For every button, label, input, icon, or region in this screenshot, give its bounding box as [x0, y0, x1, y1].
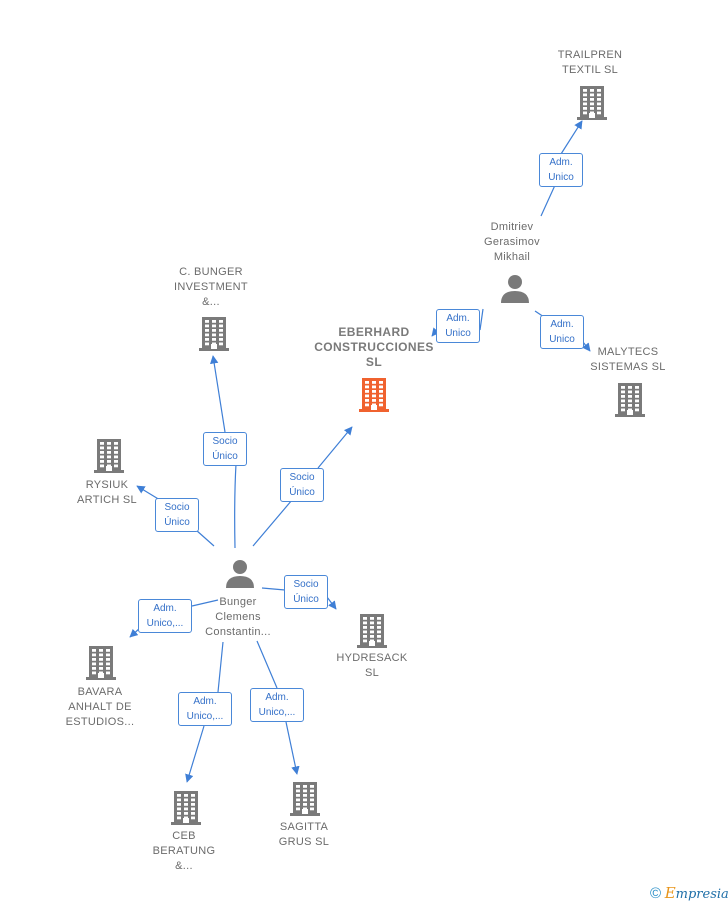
label-line: Único	[164, 517, 190, 528]
label-line: Socio	[289, 472, 315, 483]
label-line: Adm.	[446, 313, 470, 324]
edge-label-dmitriev-eberhard[interactable]: Adm. Unico	[436, 309, 480, 343]
node-label-ceb[interactable]: CEB BERATUNG &...	[134, 829, 234, 874]
label-line: HYDRESACK	[336, 652, 408, 664]
label-line: EBERHARD	[338, 325, 410, 339]
edge-label-clemens-sagitta[interactable]: Adm. Unico,...	[250, 688, 304, 722]
label-line: Adm.	[193, 696, 217, 707]
label-line: Adm.	[549, 157, 573, 168]
label-line: GRUS SL	[278, 836, 330, 848]
label-line: Adm.	[265, 692, 289, 703]
building-icon-hydresack[interactable]	[356, 612, 388, 648]
label-line: MALYTECS	[597, 346, 659, 358]
label-line: INVESTMENT	[174, 281, 248, 293]
building-icon-ceb[interactable]	[170, 789, 202, 825]
label-line: Unico,...	[146, 618, 184, 629]
label-line: Unico	[445, 328, 471, 339]
label-line: Socio	[293, 579, 319, 590]
label-line: SAGITTA	[279, 821, 329, 833]
label-line: TEXTIL SL	[561, 64, 619, 76]
label-line: Constantin...	[205, 626, 271, 638]
copyright-symbol: ©	[650, 885, 662, 902]
label-line: RYSIUK	[85, 479, 129, 491]
label-line: Unico	[548, 172, 574, 183]
edge-clemens-ceb	[187, 641, 224, 782]
label-line: ESTUDIOS...	[65, 716, 135, 728]
label-line: Único	[289, 487, 315, 498]
label-line: Gerasimov	[484, 236, 540, 248]
person-icon-bunger-clemens[interactable]	[224, 558, 256, 590]
building-icon-bunger-investment[interactable]	[198, 315, 230, 351]
node-label-hydresack[interactable]: HYDRESACK SL	[322, 651, 422, 681]
label-line: Unico	[549, 334, 575, 345]
node-label-rysiuk[interactable]: RYSIUK ARTICH SL	[57, 478, 157, 508]
label-line: BERATUNG	[152, 845, 216, 857]
label-line: &...	[202, 296, 220, 308]
label-line: SL	[365, 355, 383, 369]
label-line: Bunger	[219, 596, 257, 608]
brand-logo: © Empresia	[650, 884, 728, 902]
label-line: ANHALT DE	[68, 701, 132, 713]
edge-dmitriev-eberhard	[432, 308, 484, 336]
label-line: &...	[175, 860, 193, 872]
building-icon-malytecs[interactable]	[614, 381, 646, 417]
building-icon-rysiuk[interactable]	[93, 437, 125, 473]
building-icon-bavara[interactable]	[85, 644, 117, 680]
label-line: CONSTRUCCIONES	[314, 340, 434, 354]
label-line: BAVARA	[77, 686, 123, 698]
label-line: Dmitriev	[490, 221, 534, 233]
label-line: SISTEMAS SL	[590, 361, 666, 373]
node-label-bunger-investment[interactable]: C. BUNGER INVESTMENT &...	[161, 265, 261, 310]
edges-layer	[130, 121, 590, 782]
building-icon-sagitta[interactable]	[289, 780, 321, 816]
edge-label-dmitriev-trailpren[interactable]: Adm. Unico	[539, 153, 583, 187]
label-line: Único	[212, 451, 238, 462]
label-line: Clemens	[215, 611, 261, 623]
edge-label-dmitriev-malytecs[interactable]: Adm. Unico	[540, 315, 584, 349]
node-label-malytecs[interactable]: MALYTECS SISTEMAS SL	[578, 345, 678, 375]
node-label-trailpren[interactable]: TRAILPREN TEXTIL SL	[540, 48, 640, 78]
edge-clemens-sagitta	[256, 640, 297, 774]
label-line: Mikhail	[493, 251, 531, 263]
edge-label-clemens-bavara[interactable]: Adm. Unico,...	[138, 599, 192, 633]
person-icon-dmitriev[interactable]	[499, 273, 531, 305]
label-line: Adm.	[153, 603, 177, 614]
edge-label-clemens-ceb[interactable]: Adm. Unico,...	[178, 692, 232, 726]
label-line: ARTICH SL	[77, 494, 137, 506]
label-line: Adm.	[550, 319, 574, 330]
building-icon-trailpren[interactable]	[576, 84, 608, 120]
label-line: SL	[364, 667, 380, 679]
edge-clemens-eberhard	[252, 427, 352, 547]
label-line: Único	[293, 594, 319, 605]
brand-name: Empresia	[664, 884, 728, 902]
label-line: C. BUNGER	[179, 266, 243, 278]
edge-clemens-investment	[213, 356, 237, 549]
edge-clemens-rysiuk	[137, 486, 215, 547]
label-line: Unico,...	[186, 711, 224, 722]
edge-clemens-hydresack	[261, 587, 336, 609]
node-label-sagitta[interactable]: SAGITTA GRUS SL	[254, 820, 354, 850]
label-line: Socio	[212, 436, 238, 447]
label-line: Socio	[164, 502, 190, 513]
label-line: CEB	[172, 830, 196, 842]
label-line: TRAILPREN	[557, 49, 623, 61]
building-icon-eberhard[interactable]	[358, 376, 390, 412]
label-line: Unico,...	[258, 707, 296, 718]
node-label-bavara[interactable]: BAVARA ANHALT DE ESTUDIOS...	[50, 685, 150, 730]
